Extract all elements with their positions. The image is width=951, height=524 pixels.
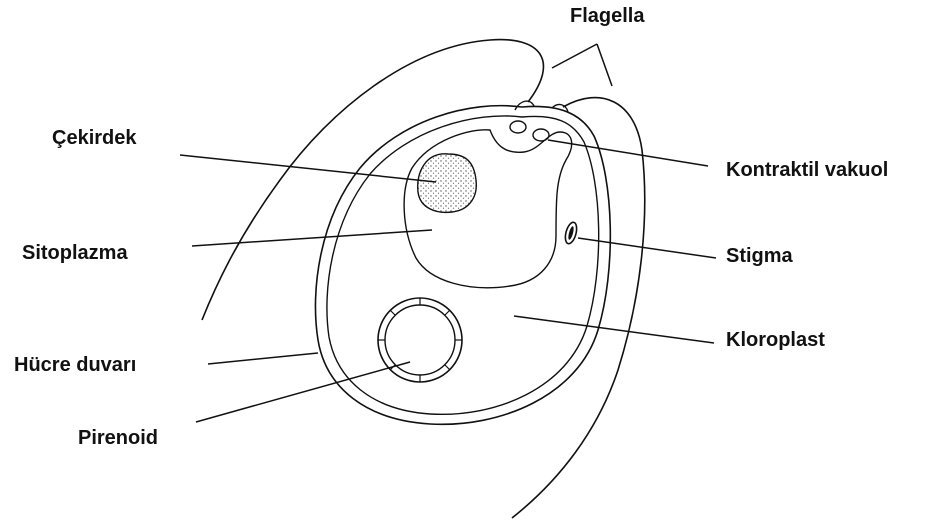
label-kontraktil-vakuol: Kontraktil vakuol bbox=[726, 160, 888, 180]
flagellum-right bbox=[512, 98, 645, 518]
leader-flagella-1 bbox=[552, 44, 597, 68]
leader-flagella-2 bbox=[597, 44, 612, 86]
label-sitoplazma: Sitoplazma bbox=[22, 243, 128, 263]
leader-kloroplast bbox=[514, 316, 714, 343]
label-stigma: Stigma bbox=[726, 246, 793, 266]
leader-cekirdek bbox=[180, 155, 436, 182]
label-pirenoid: Pirenoid bbox=[78, 428, 158, 448]
pyrenoid-inner bbox=[385, 305, 455, 375]
label-kloroplast: Kloroplast bbox=[726, 330, 825, 350]
label-cekirdek: Çekirdek bbox=[52, 128, 137, 148]
leader-hucre bbox=[208, 353, 318, 364]
flagellum-left bbox=[202, 40, 543, 320]
pyrenoid-segments bbox=[378, 298, 462, 382]
contractile-vacuole-2 bbox=[533, 129, 549, 141]
leader-kontraktil bbox=[548, 140, 708, 166]
nucleus bbox=[418, 154, 477, 213]
label-flagella: Flagella bbox=[570, 6, 644, 26]
label-hucre-duvari: Hücre duvarı bbox=[14, 355, 136, 375]
leader-sitoplazma bbox=[192, 230, 432, 246]
contractile-vacuole-1 bbox=[510, 121, 526, 133]
leader-lines bbox=[180, 44, 716, 422]
